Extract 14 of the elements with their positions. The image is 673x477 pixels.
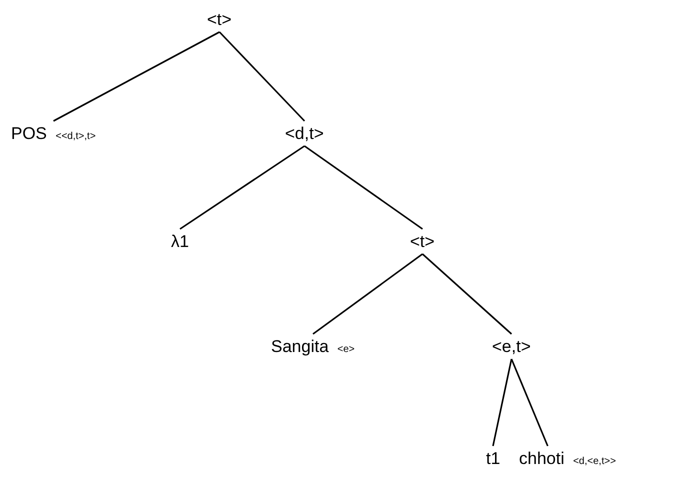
tree-node-label: <t>: [206, 10, 233, 30]
tree-branch: [492, 358, 512, 446]
tree-node-label: <t>: [409, 232, 436, 252]
tree-branch: [510, 358, 548, 446]
tree-node-label: t1: [485, 449, 502, 469]
tree-branch: [180, 145, 305, 230]
tree-branch: [218, 31, 306, 122]
tree-branch: [422, 253, 512, 335]
tree-node-label: <e,t>: [491, 337, 532, 357]
tree-branch: [304, 145, 423, 230]
tree-branch: [312, 253, 423, 335]
tree-node-label: λ1: [170, 232, 190, 252]
tree-branch: [53, 31, 220, 122]
tree-node-label: <d,t>: [284, 124, 325, 144]
